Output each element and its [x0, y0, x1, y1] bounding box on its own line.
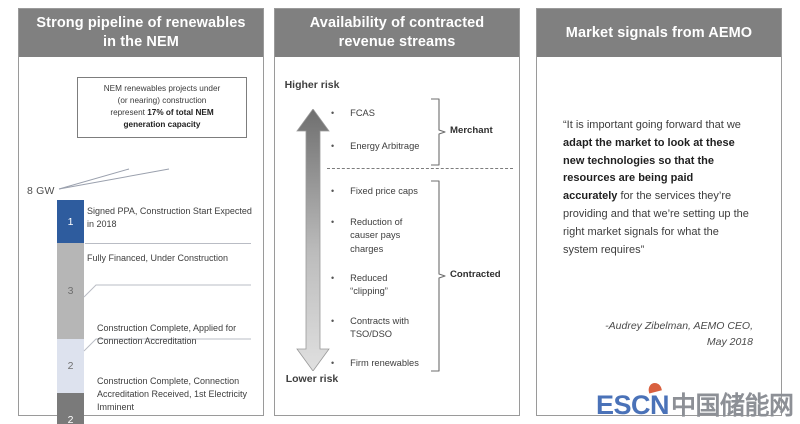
bullet-icon: • [331, 358, 335, 368]
panel-mid-body: Higher risk Lower risk • [275, 57, 519, 416]
list-item: • Reduction of causer pays charges [331, 216, 413, 256]
contracted-brace-icon [431, 180, 446, 372]
panel-right-body: “It is important going forward that we a… [537, 57, 781, 416]
merchant-brace-icon [431, 98, 446, 166]
double-arrow-icon [296, 108, 330, 372]
quote-bold: adapt the market to look at these new te… [563, 136, 735, 203]
watermark-chinese: 中国储能网 [671, 392, 794, 420]
bar-segment-3: 2 [57, 339, 84, 393]
panel-right-title: Market signals from AEMO [565, 24, 753, 41]
stacked-bar: 1 3 2 2 [57, 200, 84, 424]
panel-left-header: Strong pipeline of renewables in the NEM [19, 9, 263, 57]
segment-note-2: Fully Financed, Under Construction [87, 253, 229, 263]
list-item: • Reduced “clipping” [331, 272, 413, 299]
quote-attribution: -Audrey Zibelman, AEMO CEO, May 2018 [563, 319, 753, 351]
callout-line-3: represent [110, 107, 148, 117]
list-item: • FCAS [331, 107, 451, 120]
contracted-item-3: Reduced “clipping” [350, 273, 388, 297]
merchant-item-1: FCAS [350, 108, 375, 118]
segment-note-1: Signed PPA, Construction Start Expected … [87, 206, 252, 229]
contracted-item-5: Firm renewables [350, 358, 419, 368]
segment-divider-1 [85, 243, 251, 244]
callout-line-3-bold: 17% of total NEM [147, 107, 214, 117]
bar-segment-2: 3 [57, 243, 84, 339]
bar-segment-4-value: 2 [67, 413, 74, 424]
aemo-quote: “It is important going forward that we a… [563, 117, 749, 260]
callout-leader-lines [58, 168, 170, 190]
bar-segment-2-value: 3 [67, 285, 74, 297]
quote-part-1: “It is important going forward that we [563, 119, 741, 131]
panel-market-signals: Market signals from AEMO “It is importan… [536, 8, 782, 416]
panel-mid-header: Availability of contracted revenue strea… [275, 9, 519, 57]
bullet-icon: • [331, 108, 335, 118]
panel-right-header: Market signals from AEMO [537, 9, 781, 57]
panel-revenue-streams: Availability of contracted revenue strea… [274, 8, 520, 416]
attribution-date: May 2018 [706, 335, 753, 348]
bullet-icon: • [331, 217, 335, 227]
callout-line-4-bold: generation capacity [123, 119, 201, 129]
list-item: • Contracts with TSO/DSO [331, 315, 421, 342]
list-item: • Energy Arbitrage [331, 140, 451, 153]
bar-segment-1-value: 1 [67, 215, 74, 228]
lower-risk-label: Lower risk [285, 373, 339, 385]
contracted-item-2: Reduction of causer pays charges [350, 217, 403, 254]
bar-segment-1: 1 [57, 200, 84, 243]
contracted-item-4: Contracts with TSO/DSO [350, 316, 410, 340]
bullet-icon: • [331, 273, 335, 283]
bar-segment-3-value: 2 [67, 360, 74, 372]
list-item: • Fixed price caps [331, 185, 451, 198]
panel-left-body: NEM renewables projects under (or nearin… [19, 57, 263, 424]
risk-gradient-arrow [295, 108, 331, 372]
watermark: ESCN 中国储能网 [596, 381, 794, 422]
bar-segment-4: 2 [57, 393, 84, 424]
panel-renewables-pipeline: Strong pipeline of renewables in the NEM… [18, 8, 264, 424]
callout-line-1: NEM renewables projects under [103, 84, 221, 93]
merchant-contracted-divider [327, 168, 513, 169]
merchant-label: Merchant [450, 125, 493, 136]
panel-left-title: Strong pipeline of renewables in the NEM [36, 15, 246, 50]
segment-note-4: Construction Complete, Connection Accred… [97, 376, 248, 412]
panel-mid-title: Availability of contracted revenue strea… [309, 15, 485, 50]
bullet-icon: • [331, 316, 335, 326]
attribution-name: -Audrey Zibelman, AEMO CEO, [605, 320, 753, 332]
segment-connectors [83, 284, 251, 352]
axis-top-label: 8 GW [27, 185, 55, 197]
bullet-icon: • [331, 141, 335, 151]
higher-risk-label: Higher risk [284, 79, 340, 91]
callout-line-2: (or nearing) construction [117, 95, 207, 105]
watermark-latin: ESCN [596, 390, 670, 420]
bullet-icon: • [331, 186, 335, 196]
contracted-label: Contracted [450, 269, 501, 280]
contracted-item-1: Fixed price caps [350, 186, 418, 196]
merchant-item-2: Energy Arbitrage [350, 141, 420, 151]
callout-box: NEM renewables projects under (or nearin… [77, 77, 247, 138]
list-item: • Firm renewables [331, 357, 451, 370]
segment-note-3: Construction Complete, Applied for Conne… [97, 323, 237, 346]
quote-part-2: for the services they’re providing and t… [563, 190, 749, 256]
